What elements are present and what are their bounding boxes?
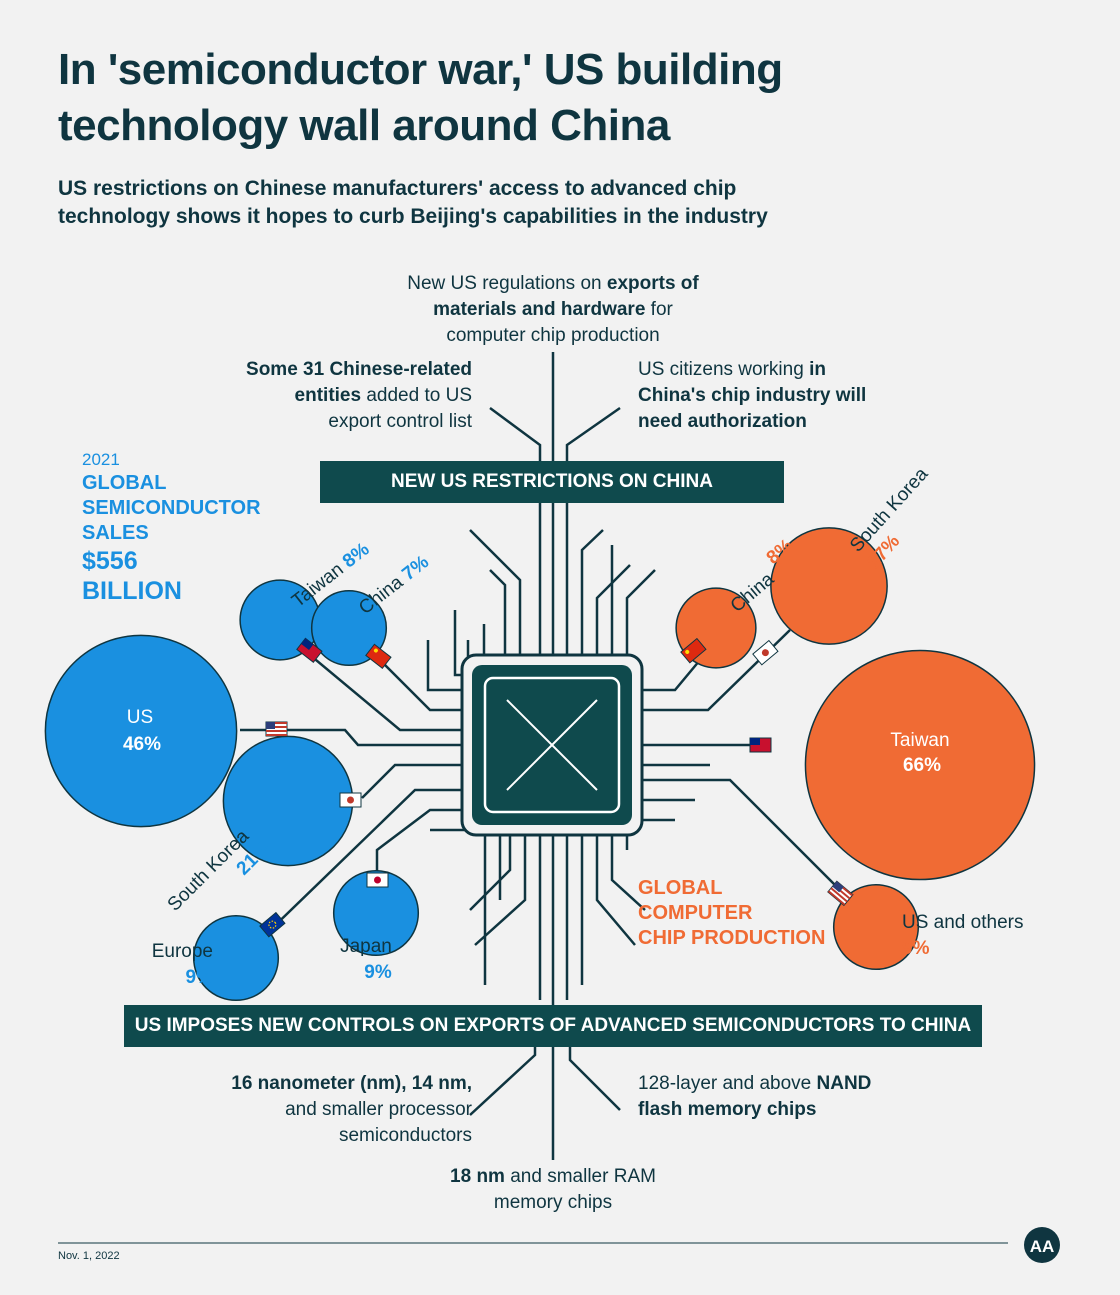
sales-l3: SALES: [82, 522, 149, 544]
sales-l1: GLOBAL: [82, 472, 167, 494]
label-sales-japan-value: 9%: [364, 962, 392, 983]
production-l1: GLOBAL: [638, 877, 723, 899]
bottom-right-l1: 128-layer and above: [638, 1073, 817, 1094]
label-sales-us: US: [127, 707, 153, 728]
production-header: GLOBAL COMPUTER CHIP PRODUCTION: [638, 876, 878, 951]
china-flag-icon-right: [680, 637, 707, 664]
top-right-l1: US citizens working: [638, 359, 810, 380]
label-prod-usothers: US and others: [902, 912, 1023, 933]
label-sales-china: China 7%: [355, 552, 433, 619]
bottom-center-l1: and smaller RAM: [504, 1166, 656, 1187]
aa-logo: AA: [1024, 1227, 1060, 1263]
us-flag-icon-right: [827, 880, 854, 907]
sales-header: 2021 GLOBAL SEMICONDUCTOR SALES $556 BIL…: [82, 449, 322, 606]
production-l3: CHIP PRODUCTION: [638, 927, 826, 949]
label-prod-taiwan-value: 66%: [903, 755, 941, 776]
production-bubble-taiwan: [804, 649, 1036, 881]
top-right-note: US citizens working in China's chip indu…: [638, 357, 958, 435]
production-bubble-south-korea: [770, 527, 888, 645]
label-sales-japan: Japan: [340, 936, 392, 957]
subtitle-line-1: US restrictions on Chinese manufacturers…: [58, 177, 737, 200]
top-left-l2: added to US: [361, 385, 472, 406]
top-center-note: New US regulations on exports of materia…: [330, 271, 776, 349]
subtitle-line-2: technology shows it hopes to curb Beijin…: [58, 205, 768, 228]
bottom-right-b2: flash memory chips: [638, 1099, 817, 1120]
bottom-center-note: 18 nm and smaller RAM memory chips: [380, 1164, 726, 1216]
taiwan-flag-icon-left: [296, 637, 323, 663]
aa-logo-text: AA: [1030, 1237, 1055, 1256]
eu-flag-icon: [259, 911, 286, 938]
chip-icon: [460, 653, 644, 837]
japan-flag-icon: [366, 872, 389, 888]
top-center-b2: materials and hardware: [433, 299, 646, 320]
banner-export-controls: US IMPOSES NEW CONTROLS ON EXPORTS OF AD…: [124, 1005, 982, 1047]
bottom-left-l3: semiconductors: [338, 1125, 472, 1146]
top-center-l1: New US regulations on: [407, 273, 607, 294]
top-center-l3: computer chip production: [446, 325, 660, 346]
label-prod-usothers-value: 9%: [902, 938, 930, 959]
sales-bubble-japan: [332, 869, 420, 957]
sales-bubble-china: [310, 589, 388, 667]
sales-l4: $556: [82, 547, 138, 575]
sales-bubble-us: [44, 634, 238, 828]
sales-bubble-europe: [192, 914, 280, 1002]
top-right-b3: need authorization: [638, 411, 807, 432]
taiwan-flag-icon-right: [749, 737, 772, 753]
bottom-left-l2: and smaller processor: [285, 1099, 472, 1120]
korea-flag-icon-left: [339, 792, 362, 808]
bubble-layer: [44, 527, 1036, 1002]
label-prod-taiwan: Taiwan: [890, 730, 949, 751]
page-subtitle: US restrictions on Chinese manufacturers…: [58, 175, 958, 231]
label-sales-us-value: 46%: [123, 734, 161, 755]
bottom-center-l2: memory chips: [493, 1192, 613, 1213]
top-center-l2: for: [645, 299, 673, 320]
top-right-b2: China's chip industry will: [638, 385, 867, 406]
production-bubble-us-and-others: [832, 883, 920, 971]
bottom-right-b1: NAND: [816, 1073, 872, 1094]
production-l2: COMPUTER: [638, 902, 753, 924]
circuit-traces: [240, 352, 861, 1160]
sales-year: 2021: [82, 450, 120, 469]
title-line-1: In 'semiconductor war,' US building: [58, 45, 783, 94]
title-line-2: technology wall around China: [58, 101, 670, 150]
top-right-b1: in: [809, 359, 826, 380]
bottom-left-note: 16 nanometer (nm), 14 nm, and smaller pr…: [172, 1071, 472, 1149]
sales-l2: SEMICONDUCTOR: [82, 497, 261, 519]
bottom-right-note: 128-layer and above NAND flash memory ch…: [638, 1071, 958, 1123]
label-sales-europe-value: 9%: [186, 967, 214, 988]
page-title: In 'semiconductor war,' US building tech…: [58, 42, 1058, 154]
top-left-note: Some 31 Chinese-related entities added t…: [172, 357, 472, 435]
top-left-b1: Some 31 Chinese-related: [246, 359, 472, 380]
label-sales-europe: Europe: [152, 941, 213, 962]
banner-new-restrictions: NEW US RESTRICTIONS ON CHINA: [320, 461, 784, 503]
china-flag-icon-left: [365, 643, 392, 669]
top-center-b1: exports of: [606, 273, 699, 294]
bottom-center-b1: 18 nm: [450, 1166, 505, 1187]
top-left-l3: export control list: [328, 411, 472, 432]
korea-flag-icon-right: [752, 639, 779, 666]
us-flag-icon-left: [265, 721, 288, 737]
top-left-b2: entities: [294, 385, 362, 406]
publish-date: Nov. 1, 2022: [58, 1250, 120, 1262]
bottom-left-b1: 16 nanometer (nm), 14 nm,: [231, 1073, 472, 1094]
sales-l5: BILLION: [82, 577, 182, 605]
